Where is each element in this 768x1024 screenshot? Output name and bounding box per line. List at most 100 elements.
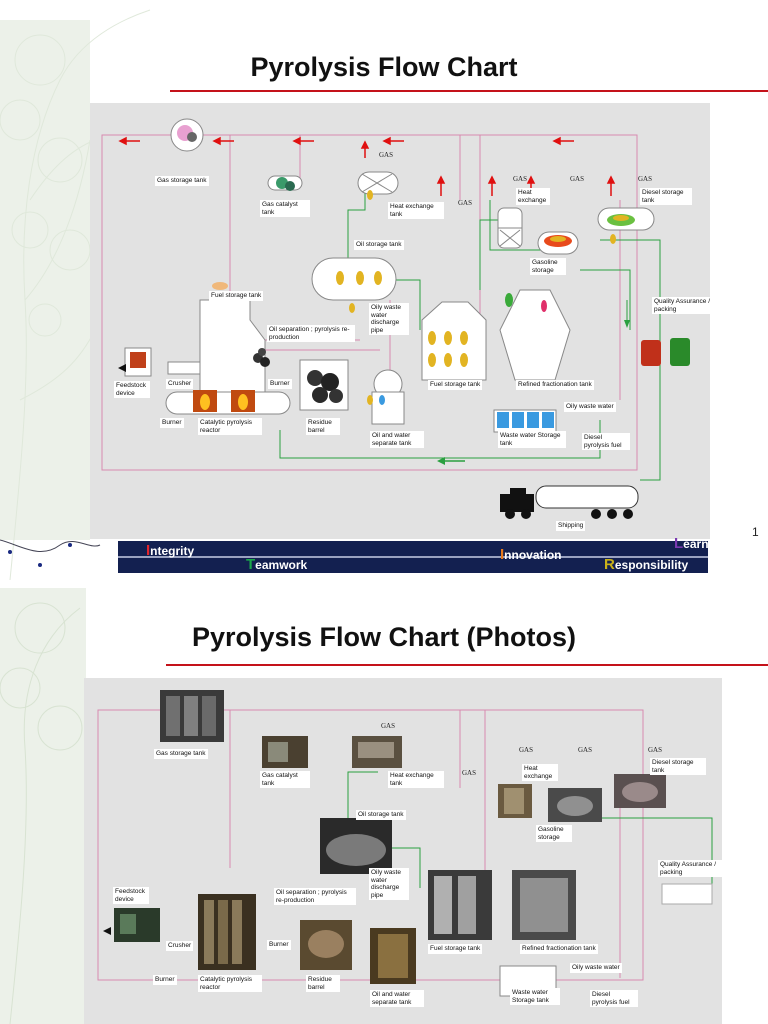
gas-label: GAS — [648, 746, 663, 754]
value-innovation: Innovation — [500, 546, 562, 563]
label-feedstock-device: Feedstock device — [114, 381, 150, 398]
label-gas-catalyst-tank: Gas catalyst tank — [260, 200, 310, 217]
value-responsibility: Responsibility — [604, 556, 689, 573]
photo-oil-storage-tank — [320, 818, 392, 874]
value-integrity: Integrity — [146, 542, 195, 559]
gas-label: GAS — [381, 722, 396, 730]
map-decoration — [0, 539, 101, 567]
label-oil-separation: Oil separation ; pyrolysis re-production — [267, 325, 355, 342]
refined-fractionation-tank-icon — [499, 289, 571, 381]
photo-heat-exchange-tank — [352, 736, 402, 768]
slide-flow-chart: Pyrolysis Flow Chart — [0, 9, 768, 580]
crusher-icon — [167, 361, 201, 375]
label-oil-water-separate: Oil and water separate tank — [370, 431, 424, 448]
value-teamwork: Teamwork — [246, 556, 308, 573]
photo-residue-barrel — [300, 920, 352, 970]
label-fuel-storage-tank-top: Fuel storage tank — [209, 291, 264, 301]
photo-diesel-storage-tank — [614, 774, 666, 808]
company-values-bar: Integrity Teamwork Innovation Responsibi… — [118, 535, 727, 573]
label-catalytic-reactor: Catalytic pyrolysis reactor — [198, 975, 262, 992]
gas-label: GAS — [578, 746, 593, 754]
gas-label: GAS — [462, 769, 477, 777]
label-gas-catalyst-tank: Gas catalyst tank — [260, 771, 310, 788]
label-diesel-storage-tank: Diesel storage tank — [640, 188, 692, 205]
label-refined-fractionation-tank: Refined fractionation tank — [516, 380, 594, 390]
label-waste-water-storage: Waste water Storage tank — [510, 988, 560, 1005]
residue-barrel-icon — [299, 359, 349, 411]
gas-label: GAS — [458, 199, 473, 207]
label-oily-waste-water-pipe: Oily waste water discharge pipe — [369, 868, 409, 900]
label-refined-fractionation-tank: Refined fractionation tank — [520, 944, 598, 954]
gas-storage-tank-icon — [170, 118, 204, 152]
label-gasoline-storage: Gasoline storage — [536, 825, 572, 842]
title-rule — [170, 90, 768, 92]
flow-arrows-red — [118, 136, 616, 196]
flow-diagram — [101, 118, 690, 519]
gas-label: GAS — [570, 175, 585, 183]
label-waste-water-storage: Waste water Storage tank — [498, 431, 566, 448]
label-burner-bottom: Burner — [153, 975, 177, 985]
label-heat-exchange-tank: Heat exchange tank — [388, 202, 444, 219]
label-heat-exchange-tank: Heat exchange tank — [388, 771, 444, 788]
return-arrow-green — [437, 457, 445, 465]
page-title: Pyrolysis Flow Chart (Photos) — [191, 622, 577, 652]
tree-background-decoration — [0, 588, 86, 1024]
heat-exchange-tank-icon — [357, 171, 399, 200]
value-learning: Learning — [674, 535, 727, 552]
quality-assurance-drums-icon — [641, 338, 690, 366]
label-crusher: Crusher — [166, 941, 194, 951]
label-oily-waste-water-pipe: Oily waste water discharge pipe — [369, 303, 409, 335]
photo-gas-storage-tank — [160, 690, 224, 742]
shipping-truck-icon — [500, 485, 639, 519]
label-residue-barrel: Residue barrel — [306, 975, 340, 992]
label-quality-assurance: Quality Assurance / packing — [658, 860, 726, 877]
tree-background-decoration — [0, 9, 151, 580]
gas-label: GAS — [638, 175, 653, 183]
title-rule — [166, 664, 768, 666]
values-bar-stripe — [118, 556, 708, 558]
heat-exchange-column-icon — [497, 207, 523, 249]
photo-fuel-storage-tank — [428, 870, 492, 940]
page-title: Pyrolysis Flow Chart — [250, 52, 518, 82]
label-shipping: Shipping — [556, 521, 586, 531]
photo-refined-fractionation-tank — [512, 870, 576, 940]
label-diesel-storage-tank: Diesel storage tank — [650, 758, 706, 775]
photo-flow-diagram — [97, 690, 713, 997]
label-burner-top: Burner — [268, 379, 292, 389]
gasoline-storage-icon — [537, 231, 579, 255]
label-heat-exchange: Heat exchange — [522, 764, 558, 781]
label-gas-storage-tank: Gas storage tank — [155, 176, 209, 186]
oil-water-separate-tank-icon — [367, 369, 405, 425]
label-quality-assurance: Quality Assurance / packing — [652, 297, 720, 314]
fuel-storage-tank-icon — [421, 301, 487, 381]
residue-pile-icon — [253, 348, 270, 367]
waste-water-storage-icon — [493, 409, 557, 433]
label-fuel-storage-tank: Fuel storage tank — [428, 380, 483, 390]
label-oil-storage-tank: Oil storage tank — [356, 810, 406, 820]
label-burner-bottom: Burner — [160, 418, 184, 428]
gas-label: GAS — [519, 746, 534, 754]
feedstock-device-icon — [118, 347, 152, 377]
gas-catalyst-tank-icon — [267, 175, 303, 191]
page-number: 1 — [752, 525, 759, 539]
label-feedstock-device: Feedstock device — [113, 887, 149, 904]
label-burner-top: Burner — [267, 940, 291, 950]
photo-feedstock-device — [114, 908, 160, 942]
quality-assurance-box — [661, 883, 713, 905]
oil-storage-tank-icon — [311, 257, 397, 313]
gas-label: GAS — [379, 151, 394, 159]
label-gasoline-storage: Gasoline storage — [530, 258, 566, 275]
diesel-storage-tank-icon — [597, 207, 655, 244]
photo-gasoline-storage — [548, 788, 602, 822]
label-crusher: Crusher — [166, 379, 194, 389]
label-diesel-pyrolysis-fuel: Diesel pyrolysis fuel — [582, 433, 630, 450]
gas-label: GAS — [513, 175, 528, 183]
slide-flow-chart-photos: Pyrolysis Flow Chart (Photos) — [0, 588, 768, 1024]
label-oil-storage-tank: Oil storage tank — [354, 240, 404, 250]
label-oil-separation: Oil separation ; pyrolysis re-production — [274, 888, 356, 905]
label-catalytic-reactor: Catalytic pyrolysis reactor — [198, 418, 262, 435]
photo-heat-exchange — [498, 784, 532, 818]
label-heat-exchange: Heat exchange — [516, 188, 550, 205]
photo-oil-water-separate — [370, 928, 416, 984]
label-diesel-pyrolysis-fuel: Diesel pyrolysis fuel — [590, 990, 638, 1007]
